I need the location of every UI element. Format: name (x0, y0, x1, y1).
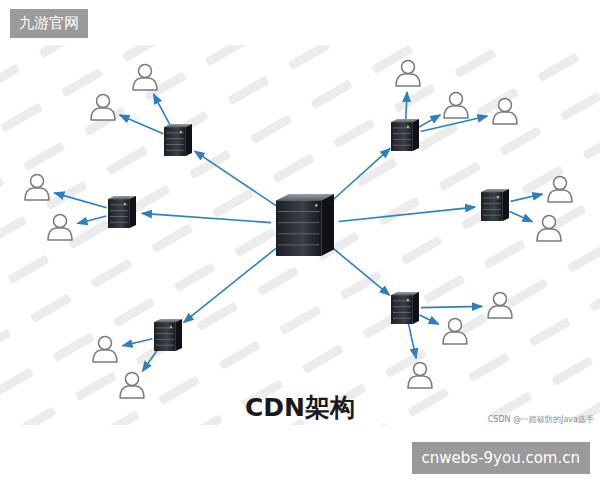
server-icon (108, 196, 136, 228)
arrow-line (510, 211, 533, 221)
watermark-texture (0, 45, 600, 425)
server-icon (391, 119, 419, 151)
arrow-line (339, 207, 475, 221)
user-icon (488, 293, 512, 319)
site-badge: 九游官网 (10, 9, 88, 38)
arrow-line (142, 213, 271, 222)
arrow-line (142, 348, 158, 371)
user-icon (91, 95, 115, 121)
user-icon (537, 216, 561, 242)
arrow-line (153, 94, 170, 126)
server-icon (391, 292, 419, 324)
arrow-line (419, 315, 438, 324)
user-icon (48, 215, 72, 241)
user-icon (120, 373, 144, 399)
arrow-line (330, 148, 390, 202)
arrow-line (54, 193, 106, 208)
arrow-line (120, 115, 164, 134)
user-icon (444, 93, 468, 119)
user-icon (93, 337, 117, 363)
arrow-line (331, 247, 389, 296)
arrow-line (184, 246, 279, 322)
user-icon (548, 177, 572, 203)
arrow-line (419, 115, 440, 127)
arrow-line (408, 324, 416, 359)
user-icon (396, 61, 420, 87)
arrow-line (77, 216, 106, 224)
arrow-line (511, 194, 543, 201)
source-credit: CSDN @一路破防的Java选手 (488, 414, 594, 425)
server-icon (276, 194, 334, 256)
user-icon (493, 99, 517, 125)
arrow-line (195, 151, 277, 206)
user-icon (133, 65, 157, 91)
arrow-line (421, 306, 482, 307)
arrow-line (406, 92, 407, 119)
arrow-line (123, 339, 153, 346)
user-icon (443, 319, 467, 345)
user-icon (25, 175, 49, 201)
server-icon (481, 189, 509, 221)
server-icon (164, 124, 192, 156)
server-icon (154, 319, 182, 351)
url-badge: cnwebs-9you.com.cn (412, 442, 590, 474)
user-icon (408, 363, 432, 389)
